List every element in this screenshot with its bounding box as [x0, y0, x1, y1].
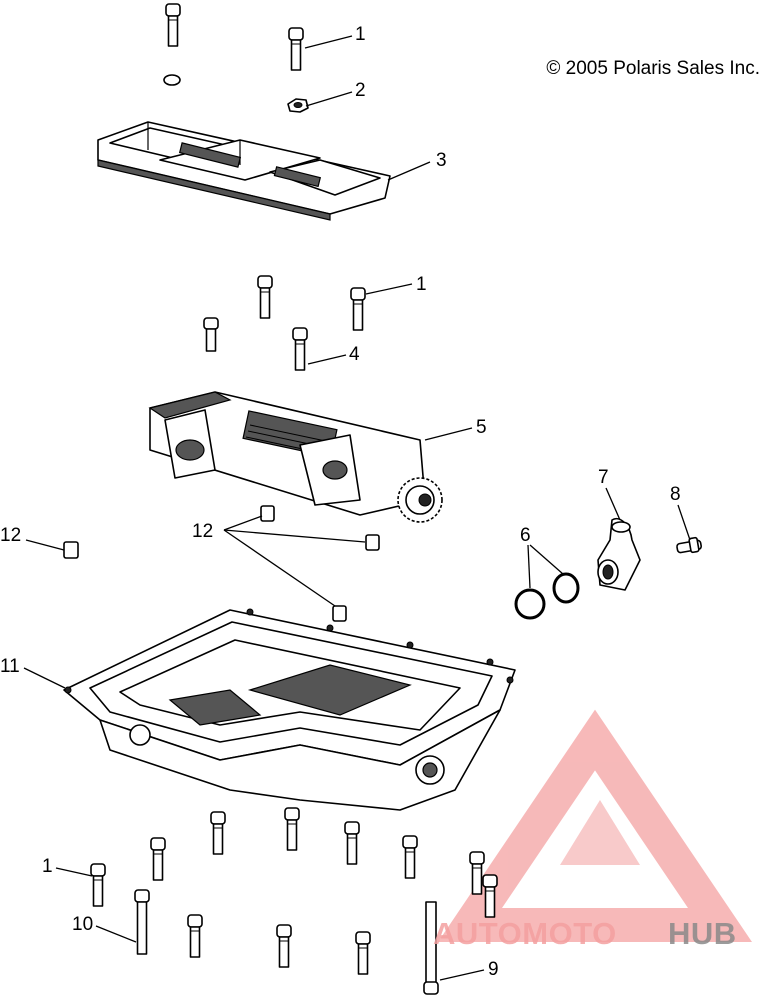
pickup-tube-part-7: [597, 518, 641, 591]
bolt-part-4: [292, 327, 308, 371]
washer-top: [163, 74, 181, 86]
bolt-part-8: [676, 536, 703, 554]
dowel-12-b: [365, 534, 380, 551]
callout-7: 7: [598, 467, 609, 488]
oil-pan-part-11: [63, 608, 516, 811]
callout-9: 9: [488, 959, 499, 980]
callout-8: 8: [670, 484, 681, 505]
copyright-notice: © 2005 Polaris Sales Inc.: [546, 58, 760, 79]
bolt-part-1-mid: [350, 287, 366, 331]
callout-1-mid: 1: [416, 274, 427, 295]
callout-2: 2: [355, 80, 366, 101]
watermark-logo: [437, 709, 753, 942]
callout-3: 3: [436, 150, 447, 171]
callout-6: 6: [520, 525, 531, 546]
bolt-mid-b: [203, 317, 219, 352]
bolt-part-1-top: [288, 27, 304, 71]
callout-12-left: 12: [0, 525, 21, 546]
callout-1-top: 1: [355, 24, 366, 45]
leader-lines: [23, 35, 691, 981]
callout-5: 5: [476, 417, 487, 438]
callout-12-mid: 12: [192, 521, 213, 542]
o-ring-part-6-a: [514, 588, 546, 620]
callouts: 1 2 3 1 4 5 7 8 6 12 12 11 1 10 9: [0, 24, 681, 980]
dowel-12-a: [260, 505, 275, 522]
dowel-12-c: [332, 605, 347, 622]
nut-part-2: [287, 98, 309, 113]
dowel-12-left: [63, 541, 79, 559]
callout-10: 10: [72, 914, 93, 935]
bolt-mid-a: [257, 275, 273, 319]
baffle-part-3: [97, 121, 391, 221]
top-bolt: [165, 3, 181, 47]
watermark-text: AUTOMOTO HUB: [433, 916, 737, 951]
watermark-part2: HUB: [668, 916, 737, 951]
o-ring-part-6-b: [552, 572, 580, 604]
callout-11: 11: [0, 656, 20, 677]
watermark-part1: AUTOMOTO: [433, 916, 617, 951]
callout-4: 4: [349, 344, 360, 365]
callout-1-bottom: 1: [42, 856, 53, 877]
bottom-bolts: [90, 807, 498, 995]
oil-pump-part-5: [148, 391, 443, 523]
